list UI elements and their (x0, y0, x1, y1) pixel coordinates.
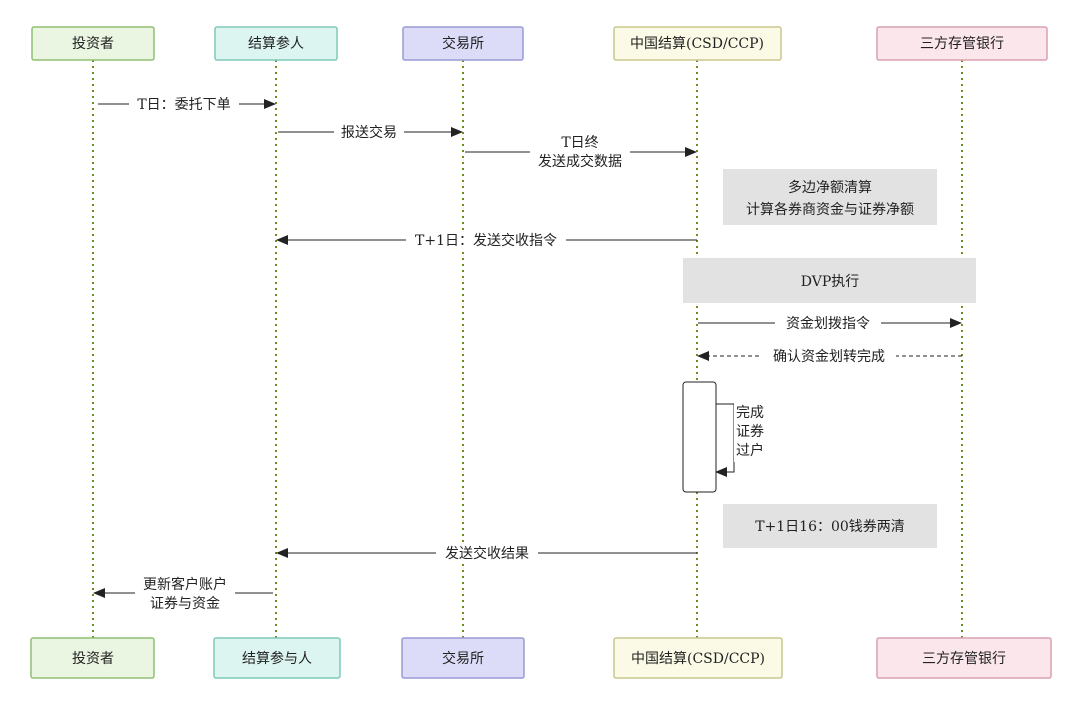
participant-csdc-bottom: 中国结算(CSD/CCP) (613, 637, 783, 679)
message-label: 更新客户账户 (143, 576, 227, 593)
participant-label: 投资者 (72, 651, 114, 667)
message-place-order: T日：委托下单 (98, 95, 276, 113)
activation-bar (682, 381, 717, 493)
participant-label: 中国结算(CSD/CCP) (631, 651, 765, 667)
message-update-accounts: 更新客户账户 证券与资金 (93, 573, 273, 613)
participants-top: 投资者 结算参人 交易所 中国结算(CSD/CCP) 三方存管银行 (31, 26, 1048, 61)
self-message-securities-transfer: 完成 证券 过户 (715, 400, 766, 477)
note-line: DVP执行 (801, 274, 860, 290)
lifelines (92, 60, 963, 638)
message-label: 报送交易 (341, 124, 397, 141)
participant-exchange-bottom: 交易所 (401, 637, 525, 679)
message-confirm-transfer: 确认资金划转完成 (697, 347, 962, 365)
participant-custodian-bank-bottom: 三方存管银行 (876, 637, 1052, 679)
message-label: 确认资金划转完成 (773, 349, 885, 365)
participant-investor-top: 投资者 (31, 26, 155, 61)
participant-label: 三方存管银行 (920, 36, 1004, 52)
message-label-line2: 证券与资金 (150, 596, 220, 612)
participant-custodian-bank-top: 三方存管银行 (876, 26, 1048, 61)
message-label: T日终 (561, 135, 598, 151)
note-dvp-execution: DVP执行 (683, 258, 976, 303)
participant-clearing-participant-bottom: 结算参与人 (213, 637, 341, 679)
message-label-line2: 发送成交数据 (538, 153, 622, 170)
note-line: 计算各券商资金与证券净额 (746, 202, 914, 218)
participant-csdc-top: 中国结算(CSD/CCP) (613, 26, 782, 61)
participant-label: 三方存管银行 (922, 651, 1006, 667)
participant-label: 交易所 (442, 650, 484, 667)
message-label: 发送交收结果 (445, 545, 529, 562)
participant-label: 结算参与人 (242, 650, 312, 667)
message-send-trade-data: T日终 发送成交数据 (465, 132, 697, 170)
self-message-line: 过户 (736, 442, 764, 459)
note-settlement-complete: T+1日16：00钱券两清 (723, 504, 937, 548)
self-message-line: 完成 (736, 405, 764, 421)
messages: T日：委托下单 报送交易 T日终 发送成交数据 T+1日：发送交收指令 资金划拨… (93, 95, 962, 613)
participants-bottom: 投资者 结算参与人 交易所 中国结算(CSD/CCP) 三方存管银行 (30, 637, 1052, 679)
participant-label: 结算参人 (248, 35, 304, 52)
note-line: 多边净额清算 (788, 179, 872, 196)
note-net-clearing: 多边净额清算 计算各券商资金与证券净额 (723, 169, 937, 225)
participant-exchange-top: 交易所 (402, 26, 524, 61)
note-line: T+1日16：00钱券两清 (755, 519, 905, 535)
notes: 多边净额清算 计算各券商资金与证券净额 DVP执行 T+1日16：00钱券两清 (683, 169, 976, 548)
participant-clearing-participant-top: 结算参人 (214, 26, 338, 61)
participant-label: 中国结算(CSD/CCP) (630, 36, 764, 52)
message-label: T+1日：发送交收指令 (415, 232, 557, 249)
participant-investor-bottom: 投资者 (30, 637, 155, 679)
message-settlement-result: 发送交收结果 (276, 544, 697, 562)
message-label: 资金划拨指令 (786, 316, 870, 332)
message-submit-trade: 报送交易 (278, 123, 463, 141)
message-fund-transfer: 资金划拨指令 (698, 314, 962, 332)
message-label: T日：委托下单 (137, 97, 230, 113)
self-message-line: 证券 (736, 424, 764, 440)
participant-label: 交易所 (442, 35, 484, 52)
participant-label: 投资者 (72, 36, 114, 52)
message-settlement-instruction: T+1日：发送交收指令 (276, 231, 697, 249)
